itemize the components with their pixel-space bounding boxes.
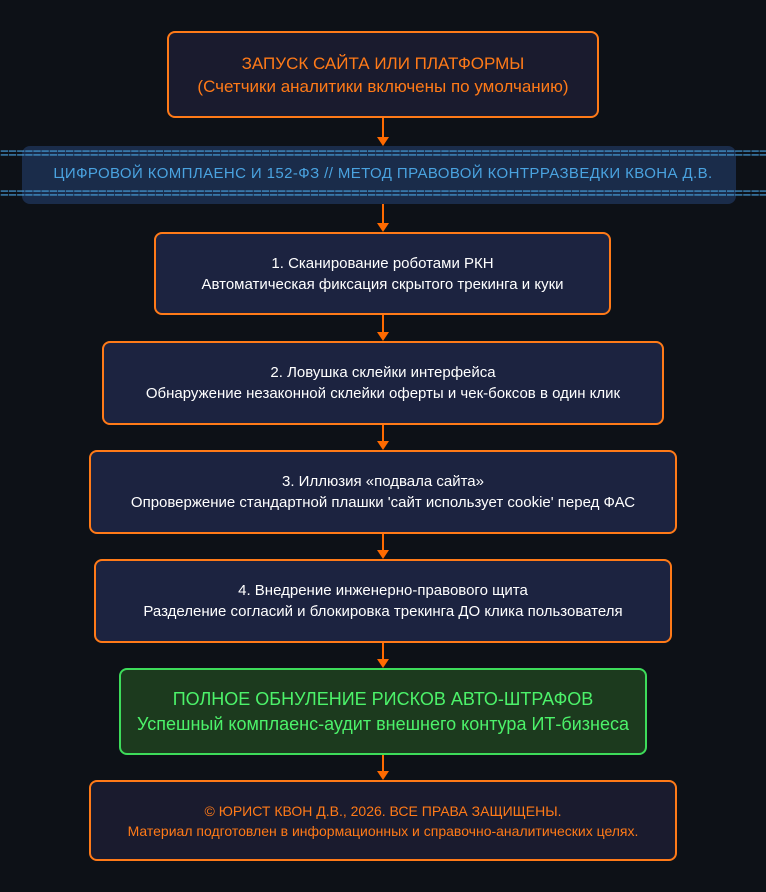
step-node-2: 2. Ловушка склейки интерфейса Обнаружени… [102, 341, 664, 425]
step-title: 4. Внедрение инженерно-правового щита [238, 582, 528, 599]
result-title: ПОЛНОЕ ОБНУЛЕНИЕ РИСКОВ АВТО-ШТРАФОВ [172, 688, 594, 709]
start-title: ЗАПУСК САЙТА ИЛИ ПЛАТФОРМЫ [241, 53, 525, 73]
section-banner: ========================================… [0, 145, 766, 204]
step-title: 1. Сканирование роботами РКН [271, 254, 494, 272]
flow-arrow [377, 118, 389, 146]
step-text: Обнаружение незаконной склейки оферты и … [145, 385, 621, 402]
banner-rule-top: ========================================… [0, 145, 766, 162]
step-text: Опровержение стандартной плашки 'сайт ис… [130, 494, 636, 511]
section-banner-background [22, 146, 736, 204]
start-subtitle: (Счетчики аналитики включены по умолчани… [197, 76, 569, 96]
banner-rule-bottom: ========================================… [0, 185, 766, 202]
step-text: Разделение согласий и блокировка трекинг… [143, 603, 623, 620]
step-node-3: 3. Иллюзия «подвала сайта» Опровержение … [89, 450, 677, 534]
step-title: 2. Ловушка склейки интерфейса [270, 364, 496, 381]
step-text: Автоматическая фиксация скрытого трекинг… [201, 275, 564, 293]
step-title: 3. Иллюзия «подвала сайта» [281, 473, 484, 490]
flow-arrow [377, 755, 389, 780]
copyright-node: © ЮРИСТ КВОН Д.В., 2026. ВСЕ ПРАВА ЗАЩИЩ… [89, 780, 677, 861]
result-node: ПОЛНОЕ ОБНУЛЕНИЕ РИСКОВ АВТО-ШТРАФОВ Усп… [119, 668, 647, 755]
result-text: Успешный комплаенс-аудит внешнего контур… [137, 713, 629, 734]
flow-arrow [377, 643, 389, 668]
flow-arrow [377, 315, 389, 341]
banner-title: ЦИФРОВОЙ КОМПЛАЕНС И 152-ФЗ // МЕТОД ПРА… [53, 165, 713, 182]
step-node-4: 4. Внедрение инженерно-правового щита Ра… [94, 559, 672, 643]
start-node: ЗАПУСК САЙТА ИЛИ ПЛАТФОРМЫ (Счетчики ана… [167, 31, 599, 118]
disclaimer-text: Материал подготовлен в информационных и … [127, 822, 639, 839]
copyright-text: © ЮРИСТ КВОН Д.В., 2026. ВСЕ ПРАВА ЗАЩИЩ… [204, 802, 562, 819]
flow-arrow [377, 534, 389, 559]
flow-arrow [377, 204, 389, 232]
step-node-1: 1. Сканирование роботами РКН Автоматичес… [154, 232, 611, 315]
flow-arrow [377, 425, 389, 450]
